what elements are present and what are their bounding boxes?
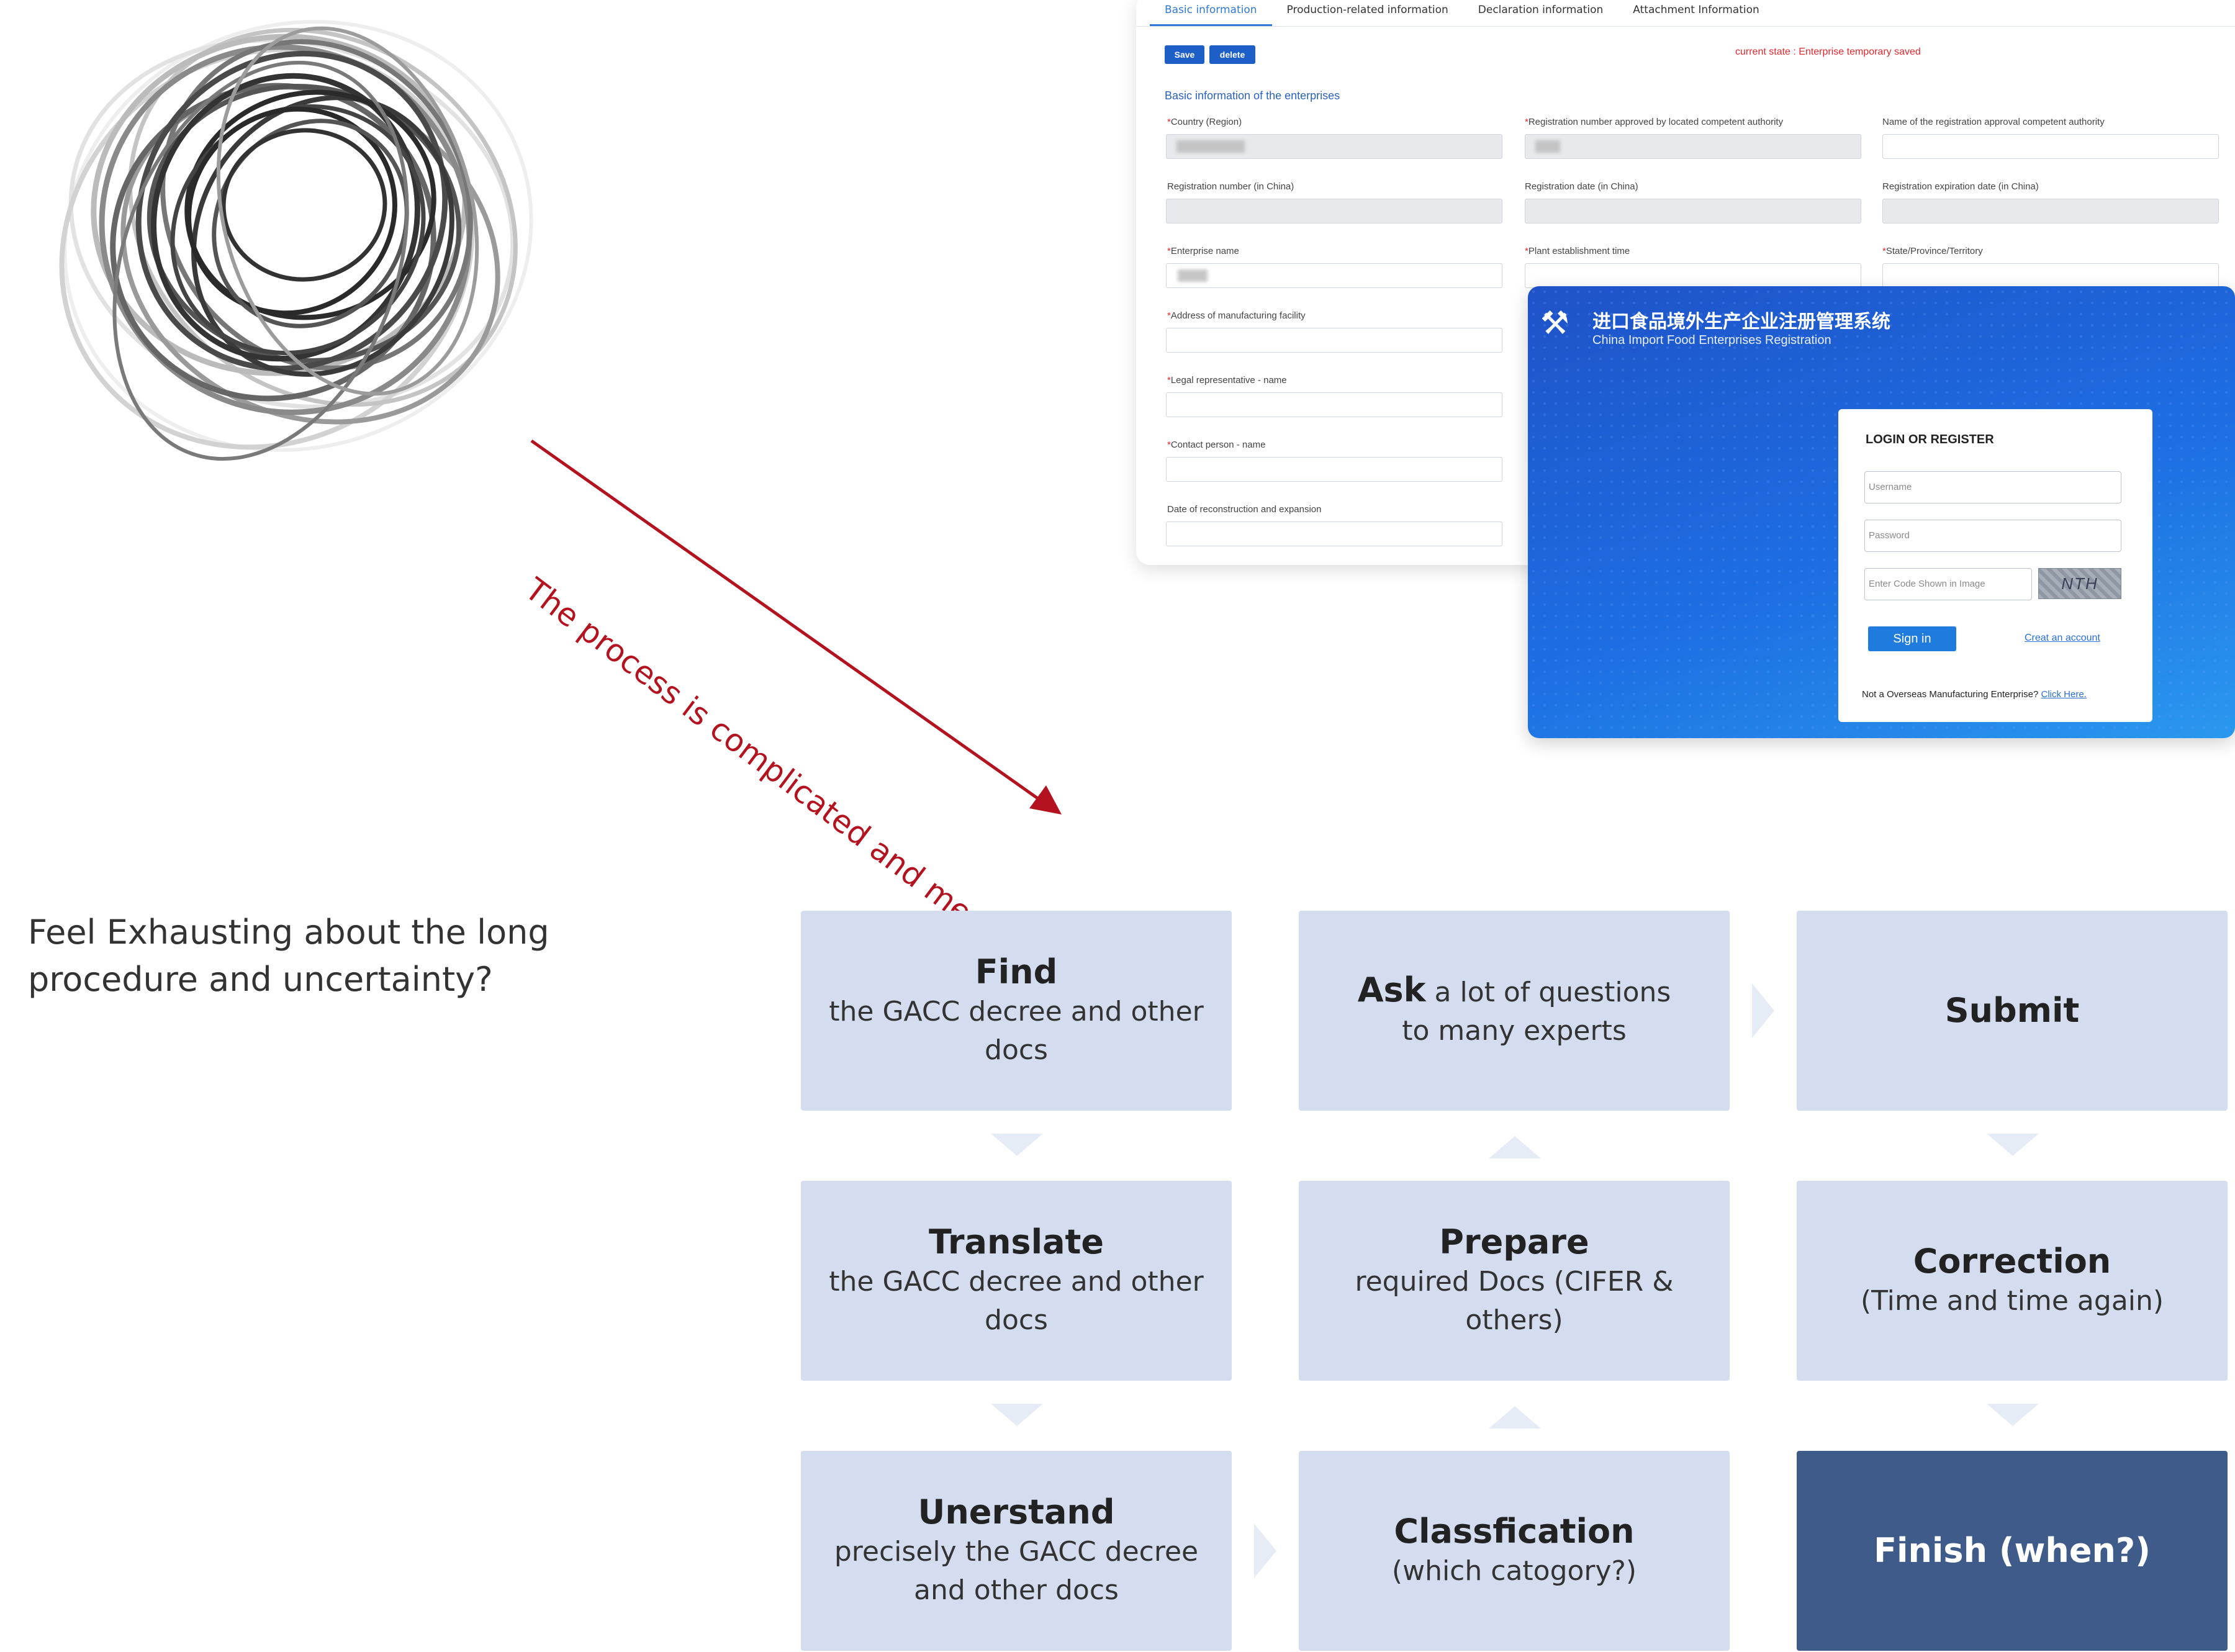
legal-rep-field[interactable] [1166,392,1502,417]
step-translate-sub: the GACC decree and other docs [829,1266,1204,1336]
step-correction: Correction (Time and time again) [1797,1181,2228,1381]
contact-person-field[interactable] [1166,457,1502,482]
step-submit: Submit [1797,911,2228,1111]
step-prepare-title: Prepare [1439,1222,1589,1262]
reg-date-china-field[interactable] [1525,199,1861,223]
login-title-en: China Import Food Enterprises Registrati… [1592,333,1831,347]
annotation-arrow [530,439,1062,815]
login-title-cn: 进口食品境外生产企业注册管理系统 [1592,311,1890,333]
step-prepare: Prepare required Docs (CIFER & others) [1299,1181,1730,1381]
chevron-up-icon [1489,1406,1541,1429]
click-here-link[interactable]: Click Here. [2041,689,2087,700]
country-label: *Country (Region) [1167,117,1242,127]
tab-production-information[interactable]: Production-related information [1286,4,1448,16]
step-translate-title: Translate [929,1222,1104,1262]
tab-divider [1136,26,2235,27]
address-field[interactable] [1166,328,1502,353]
tab-attachment-information[interactable]: Attachment Information [1633,4,1759,16]
approval-authority-label: Name of the registration approval compet… [1882,117,2105,127]
step-prepare-sub: required Docs (CIFER & others) [1355,1266,1674,1336]
chevron-down-icon [1987,1134,2039,1156]
step-ask: Ask a lot of questions to many experts [1299,911,1730,1111]
current-state-text: current state : Enterprise temporary sav… [1735,47,1921,57]
reg-number-china-field[interactable] [1166,199,1502,223]
create-account-link[interactable]: Creat an account [2025,633,2100,643]
step-understand-sub: precisely the GACC decree and other docs [834,1536,1199,1606]
address-label: *Address of manufacturing facility [1167,310,1306,321]
not-overseas-text: Not a Overseas Manufacturing Enterprise?… [1862,689,2087,700]
state-province-field[interactable] [1882,263,2219,288]
state-province-label: *State/Province/Territory [1882,246,1983,256]
chevron-right-icon [1254,1523,1276,1578]
username-input[interactable]: Username [1864,471,2121,503]
login-screenshot: ⚒ 进口食品境外生产企业注册管理系统 China Import Food Ent… [1528,286,2235,738]
contact-person-label: *Contact person - name [1167,440,1266,450]
scribble-graphic [59,20,533,461]
chevron-down-icon [1987,1404,2039,1426]
date-reconstruction-label: Date of reconstruction and expansion [1167,504,1322,515]
step-submit-title: Submit [1944,991,2080,1030]
step-understand-title: Unerstand [918,1492,1115,1532]
step-ask-title: Ask [1357,970,1426,1009]
captcha-image[interactable]: NTH [2038,568,2121,599]
tab-declaration-information[interactable]: Declaration information [1478,4,1604,16]
save-button[interactable]: Save [1165,45,1204,64]
chevron-up-icon [1489,1136,1541,1158]
step-find-sub: the GACC decree and other docs [829,996,1204,1066]
step-classification-title: Classfication [1394,1512,1635,1551]
login-heading: LOGIN OR REGISTER [1866,433,1994,446]
country-field[interactable] [1166,134,1502,159]
reg-number-china-label: Registration number (in China) [1167,181,1294,192]
step-classification-sub: (which catogory?) [1391,1555,1637,1587]
login-panel: LOGIN OR REGISTER Username Password Ente… [1838,409,2152,722]
chevron-down-icon [991,1404,1043,1426]
reg-expiration-field[interactable] [1882,199,2219,223]
question-text: Feel Exhausting about the long procedure… [28,913,549,999]
enterprise-name-field[interactable] [1166,263,1502,288]
reg-number-authority-field[interactable] [1525,134,1861,159]
step-classification: Classfication (which catogory?) [1299,1451,1730,1651]
step-finish: Finish (when?) [1797,1451,2228,1651]
captcha-input[interactable]: Enter Code Shown in Image [1864,568,2032,600]
form-tabs: Basic information Production-related inf… [1150,0,1774,26]
approval-authority-field[interactable] [1882,134,2219,159]
delete-button[interactable]: delete [1209,45,1255,64]
chevron-down-icon [991,1134,1043,1156]
date-reconstruction-field[interactable] [1166,521,1502,546]
chevron-right-icon [1752,983,1774,1038]
plant-establishment-field[interactable] [1525,263,1861,288]
emblem-icon: ⚒ [1540,305,1569,341]
step-find-title: Find [975,952,1058,991]
section-title: Basic information of the enterprises [1165,89,1340,102]
enterprise-name-label: *Enterprise name [1167,246,1239,256]
reg-expiration-label: Registration expiration date (in China) [1882,181,2039,192]
step-correction-sub: (Time and time again) [1860,1285,2164,1317]
step-understand: Unerstand precisely the GACC decree and … [801,1451,1232,1651]
step-ask-sub: a lot of questions to many experts [1402,977,1671,1047]
plant-establishment-label: *Plant establishment time [1525,246,1630,256]
reg-number-authority-label: *Registration number approved by located… [1525,117,1784,127]
reg-date-china-label: Registration date (in China) [1525,181,1638,192]
step-find: Find the GACC decree and other docs [801,911,1232,1111]
legal-rep-label: *Legal representative - name [1167,375,1287,386]
step-translate: Translate the GACC decree and other docs [801,1181,1232,1381]
sign-in-button[interactable]: Sign in [1868,626,1956,651]
step-finish-title: Finish (when?) [1874,1531,2151,1570]
password-input[interactable]: Password [1864,520,2121,552]
step-correction-title: Correction [1913,1242,2111,1281]
tab-basic-information[interactable]: Basic information [1150,0,1272,26]
